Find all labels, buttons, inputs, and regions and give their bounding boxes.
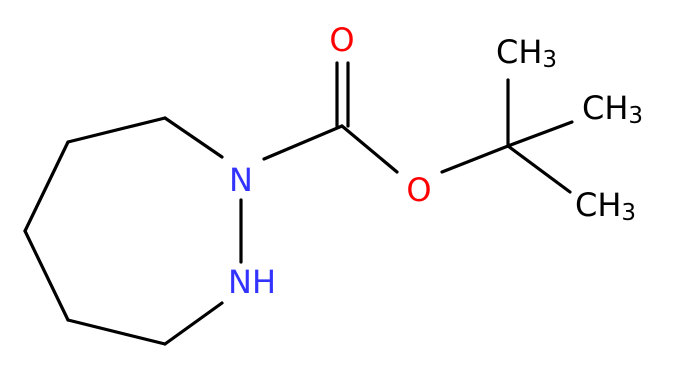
bond-c4-c3 bbox=[66, 318, 167, 346]
nitrogen-nh-label: NH bbox=[228, 263, 276, 301]
methyl-top-subscript: 3 bbox=[542, 47, 557, 73]
bond-quaternary-methyl-bottom bbox=[506, 144, 572, 194]
bond-quaternary-methyl-right bbox=[506, 120, 574, 148]
bond-c3-n2 bbox=[163, 301, 224, 346]
bond-carbonyl-c-ester-o bbox=[340, 124, 399, 174]
ester-oxygen-label: O bbox=[406, 171, 431, 209]
methyl-top-label: CH3 bbox=[496, 33, 557, 73]
methyl-bottom-subscript: 3 bbox=[621, 200, 636, 226]
bond-c5-c4 bbox=[23, 229, 70, 322]
bond-c6-c5 bbox=[23, 140, 70, 233]
nitrogen-n1-label: N bbox=[229, 161, 253, 199]
bond-n1-c7 bbox=[163, 116, 224, 159]
methyl-bottom-ch: CH bbox=[575, 186, 621, 224]
methyl-right-subscript: 3 bbox=[628, 103, 643, 129]
methyl-top-ch: CH bbox=[496, 33, 542, 71]
bond-n1-carbonyl-c bbox=[262, 124, 344, 161]
bond-c7-c6 bbox=[66, 116, 167, 144]
carbonyl-oxygen-label: O bbox=[329, 21, 354, 59]
methyl-right-label: CH3 bbox=[582, 89, 643, 129]
bonds bbox=[23, 61, 574, 346]
methyl-bottom-label: CH3 bbox=[575, 186, 636, 226]
methyl-right-ch: CH bbox=[582, 89, 628, 127]
bond-ester-o-quaternary-c bbox=[440, 144, 510, 174]
